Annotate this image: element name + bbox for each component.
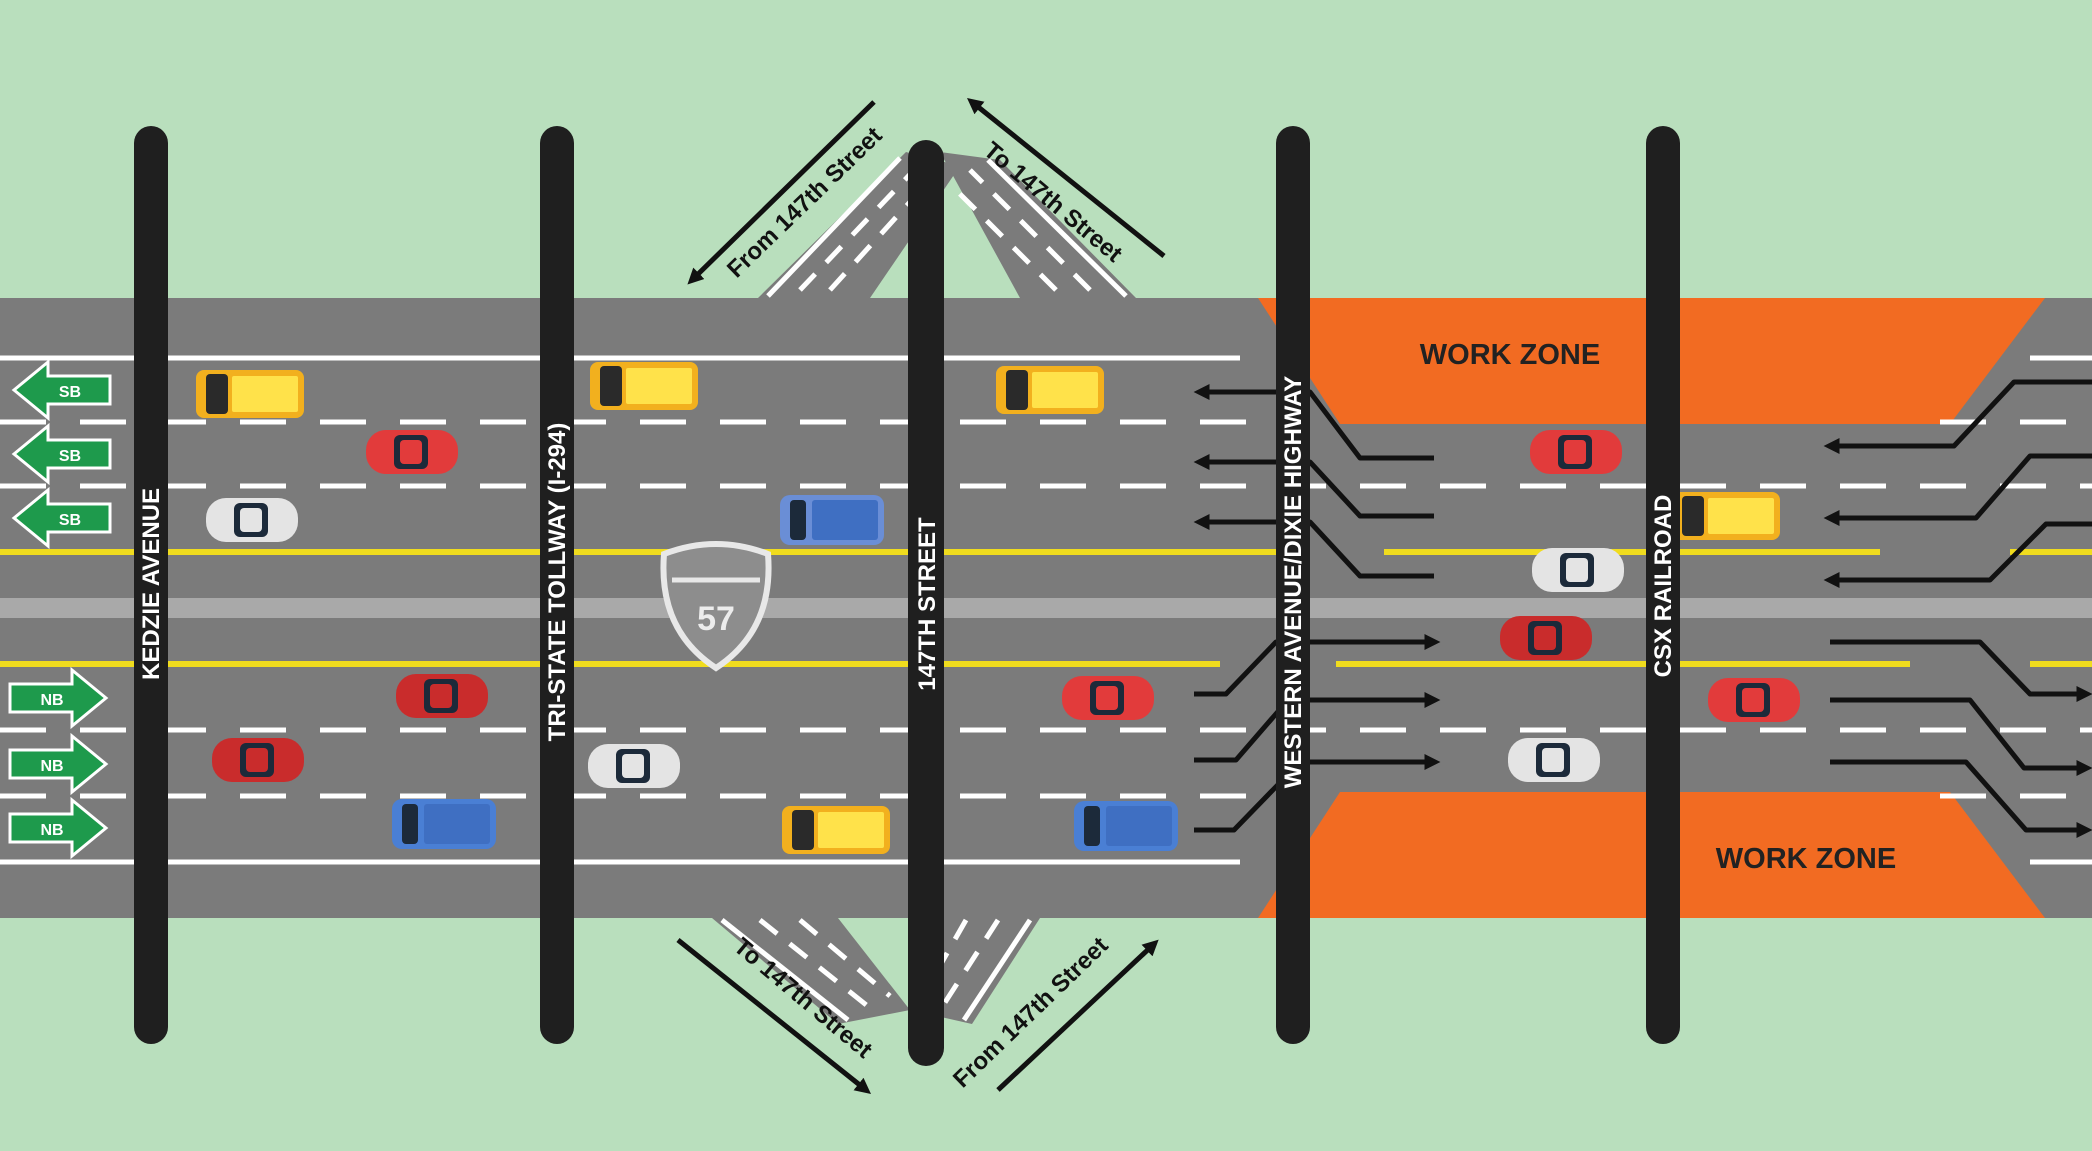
sb-sign: SB xyxy=(11,358,112,422)
interstate-shield-icon: 57 xyxy=(660,541,772,672)
vehicle-truck xyxy=(590,362,698,410)
median xyxy=(0,598,2092,618)
ramp-ne xyxy=(940,152,1136,298)
overpass-147th xyxy=(908,140,944,1066)
arrow-left-icon xyxy=(11,486,112,550)
arrow-right-icon xyxy=(8,666,109,730)
vehicle-car xyxy=(1530,430,1622,474)
vehicle-truck xyxy=(996,366,1104,414)
vehicle-van xyxy=(780,495,884,545)
cross-street-labels: KEDZIE AVENUE TRI-STATE TOLLWAY (I-294) … xyxy=(138,376,1677,789)
vehicle-car xyxy=(366,430,458,474)
arrow-left-icon xyxy=(11,358,112,422)
vehicle-car xyxy=(1500,616,1592,660)
nb-sign-label: NB xyxy=(40,758,63,775)
nb-sign-label: NB xyxy=(40,692,63,709)
work-zone-north-label: WORK ZONE xyxy=(1420,339,1600,371)
overpass-csx xyxy=(1646,126,1680,1044)
vehicle-van xyxy=(1074,801,1178,851)
nb-sign: NB xyxy=(8,666,109,730)
sb-sign: SB xyxy=(11,422,112,486)
center-lines xyxy=(0,549,2092,667)
label-147th-street: 147TH STREET xyxy=(914,517,941,691)
vehicle-car xyxy=(1062,676,1154,720)
overpass-tristate xyxy=(540,126,574,1044)
label-tri-state-tollway: TRI-STATE TOLLWAY (I-294) xyxy=(544,423,571,742)
vehicle-car xyxy=(1532,548,1624,592)
work-zone-south-label: WORK ZONE xyxy=(1716,843,1896,875)
sb-sign-label: SB xyxy=(59,448,81,465)
vehicle-truck xyxy=(1672,492,1780,540)
vehicle-car xyxy=(588,744,680,788)
arrow-left-icon xyxy=(11,422,112,486)
arrow-right-icon xyxy=(8,796,109,860)
ramp-arrows xyxy=(676,97,1166,1094)
overpass-kedzie xyxy=(134,126,168,1044)
vehicle-car xyxy=(396,674,488,718)
vehicle-car xyxy=(1708,678,1800,722)
vehicle-van xyxy=(392,799,496,849)
vehicle-car xyxy=(206,498,298,542)
lane-markings xyxy=(0,355,2092,865)
overpass-western xyxy=(1276,126,1310,1044)
vehicle-car xyxy=(1508,738,1600,782)
overpasses xyxy=(134,126,1680,1066)
vehicle-car xyxy=(212,738,304,782)
direction-signs: SB SB SB NB NB NB xyxy=(8,358,112,860)
nb-sign-label: NB xyxy=(40,822,63,839)
sb-sign-label: SB xyxy=(59,384,81,401)
label-csx-railroad: CSX RAILROAD xyxy=(1650,495,1677,678)
shield-number: 57 xyxy=(697,600,735,638)
traffic-shift-arrows xyxy=(1193,379,2092,839)
nb-sign: NB xyxy=(8,796,109,860)
label-western-avenue: WESTERN AVENUE/DIXIE HIGHWAY xyxy=(1280,376,1307,789)
vehicle-truck xyxy=(782,806,890,854)
vehicle-truck xyxy=(196,370,304,418)
arrow-right-icon xyxy=(8,732,109,796)
nb-sign: NB xyxy=(8,732,109,796)
label-kedzie-avenue: KEDZIE AVENUE xyxy=(138,488,165,680)
sb-sign: SB xyxy=(11,486,112,550)
sb-sign-label: SB xyxy=(59,512,81,529)
